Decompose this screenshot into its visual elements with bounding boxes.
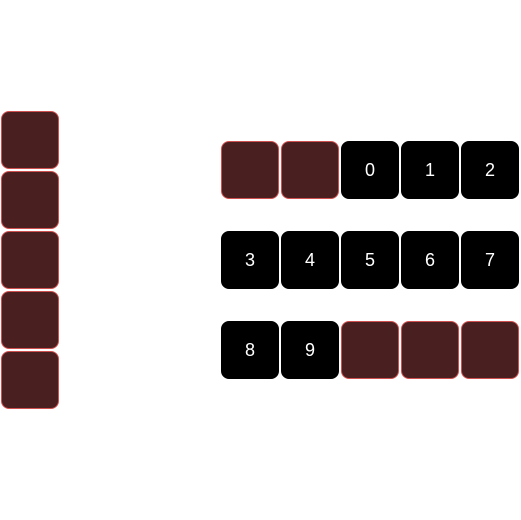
left-filled-tile[interactable] <box>1 231 59 289</box>
left-filled-tile[interactable] <box>1 351 59 409</box>
grid-filled-tile[interactable] <box>401 321 459 379</box>
number-tile-7[interactable]: 7 <box>461 231 519 289</box>
left-filled-tile[interactable] <box>1 171 59 229</box>
number-tile-2[interactable]: 2 <box>461 141 519 199</box>
left-filled-tile[interactable] <box>1 291 59 349</box>
grid-filled-tile[interactable] <box>461 321 519 379</box>
number-tile-4[interactable]: 4 <box>281 231 339 289</box>
grid-filled-tile[interactable] <box>221 141 279 199</box>
grid-filled-tile[interactable] <box>341 321 399 379</box>
number-tile-6[interactable]: 6 <box>401 231 459 289</box>
number-tile-1[interactable]: 1 <box>401 141 459 199</box>
number-tile-0[interactable]: 0 <box>341 141 399 199</box>
grid-filled-tile[interactable] <box>281 141 339 199</box>
left-filled-tile[interactable] <box>1 111 59 169</box>
number-tile-8[interactable]: 8 <box>221 321 279 379</box>
number-tile-5[interactable]: 5 <box>341 231 399 289</box>
number-tile-3[interactable]: 3 <box>221 231 279 289</box>
number-tile-9[interactable]: 9 <box>281 321 339 379</box>
